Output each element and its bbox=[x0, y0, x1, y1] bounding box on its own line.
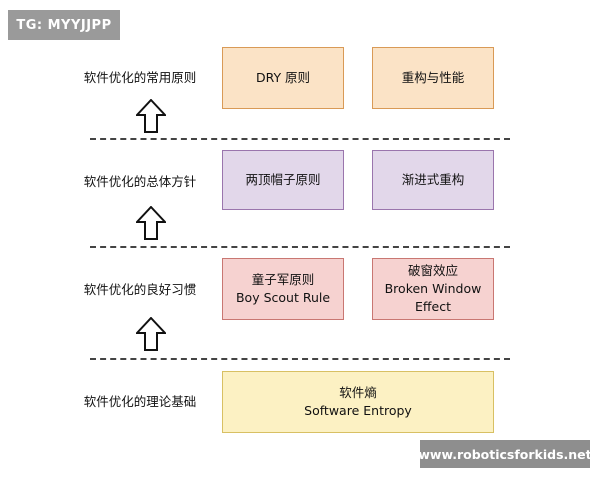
box-text: 重构与性能 bbox=[401, 70, 465, 85]
box-text: 两顶帽子原则 bbox=[245, 172, 321, 187]
tg-badge: TG: MYYJJPP bbox=[8, 10, 120, 40]
box-text-cn: 软件熵 bbox=[339, 385, 377, 400]
broken-window-effect-box: 破窗效应 Broken Window Effect bbox=[372, 258, 494, 320]
layer-divider bbox=[90, 246, 510, 248]
incremental-refactor-box: 渐进式重构 bbox=[372, 150, 494, 210]
box-text-cn: 童子军原则 bbox=[251, 272, 315, 287]
box-text-cn: 破窗效应 bbox=[407, 263, 458, 278]
two-hats-principle-box: 两顶帽子原则 bbox=[222, 150, 344, 210]
dry-principle-box: DRY 原则 bbox=[222, 47, 344, 109]
layer-label-general-guideline: 软件优化的总体方针 bbox=[83, 174, 197, 189]
layer-label-good-habits: 软件优化的良好习惯 bbox=[83, 282, 197, 297]
layer-divider bbox=[90, 138, 510, 140]
box-text: DRY 原则 bbox=[255, 70, 311, 85]
up-arrow-icon bbox=[136, 206, 166, 240]
box-text: 渐进式重构 bbox=[401, 172, 465, 187]
refactor-performance-box: 重构与性能 bbox=[372, 47, 494, 109]
box-text-en: Boy Scout Rule bbox=[235, 290, 331, 305]
layer-label-theory-basis: 软件优化的理论基础 bbox=[83, 394, 197, 409]
layer-label-common-principles: 软件优化的常用原则 bbox=[83, 70, 197, 85]
software-entropy-box: 软件熵 Software Entropy bbox=[222, 371, 494, 433]
up-arrow-icon bbox=[136, 99, 166, 133]
boy-scout-rule-box: 童子军原则 Boy Scout Rule bbox=[222, 258, 344, 320]
box-text-en: Software Entropy bbox=[304, 403, 412, 418]
box-text-en: Broken Window Effect bbox=[384, 281, 482, 314]
up-arrow-icon bbox=[136, 317, 166, 351]
watermark: www.roboticsforkids.net bbox=[418, 440, 592, 468]
layer-divider bbox=[90, 358, 510, 360]
